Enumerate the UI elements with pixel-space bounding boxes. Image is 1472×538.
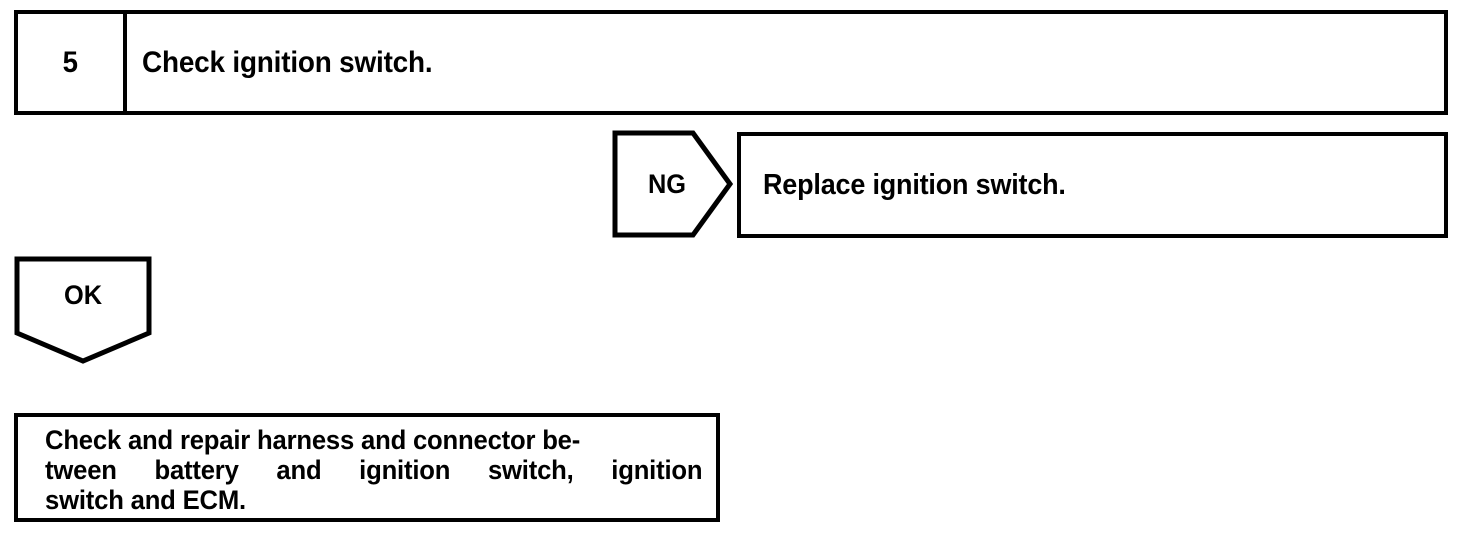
step-number-cell: 5 bbox=[18, 14, 127, 111]
result-line-2-word: battery bbox=[154, 455, 239, 485]
ng-action-box: Replace ignition switch. bbox=[737, 132, 1448, 238]
ng-action-text: Replace ignition switch. bbox=[763, 168, 1066, 201]
result-line-2-word: tween bbox=[45, 455, 117, 485]
step-instruction-cell: Check ignition switch. bbox=[127, 14, 1444, 111]
result-line-2-word: and bbox=[276, 455, 322, 485]
step-row: 5 Check ignition switch. bbox=[14, 10, 1448, 115]
ok-pentagon-shape bbox=[14, 256, 152, 364]
ok-result-text: Check and repair harness and connector b… bbox=[45, 425, 703, 515]
step-number: 5 bbox=[62, 45, 79, 79]
result-line-1: Check and repair harness and connector b… bbox=[45, 425, 581, 455]
result-line-2-word: switch, bbox=[487, 455, 574, 485]
step-instruction: Check ignition switch. bbox=[142, 45, 433, 79]
result-line-3: switch and ECM. bbox=[45, 485, 246, 515]
ok-branch-label: OK bbox=[63, 280, 103, 310]
ng-branch-label: NG bbox=[647, 168, 687, 199]
ok-result-box: Check and repair harness and connector b… bbox=[14, 413, 720, 522]
ng-chevron-shape bbox=[612, 130, 733, 238]
result-line-2-word: ignition bbox=[359, 455, 451, 485]
result-line-2: tween battery and ignition switch, ignit… bbox=[45, 455, 703, 485]
result-line-2-word: ignition bbox=[611, 455, 703, 485]
